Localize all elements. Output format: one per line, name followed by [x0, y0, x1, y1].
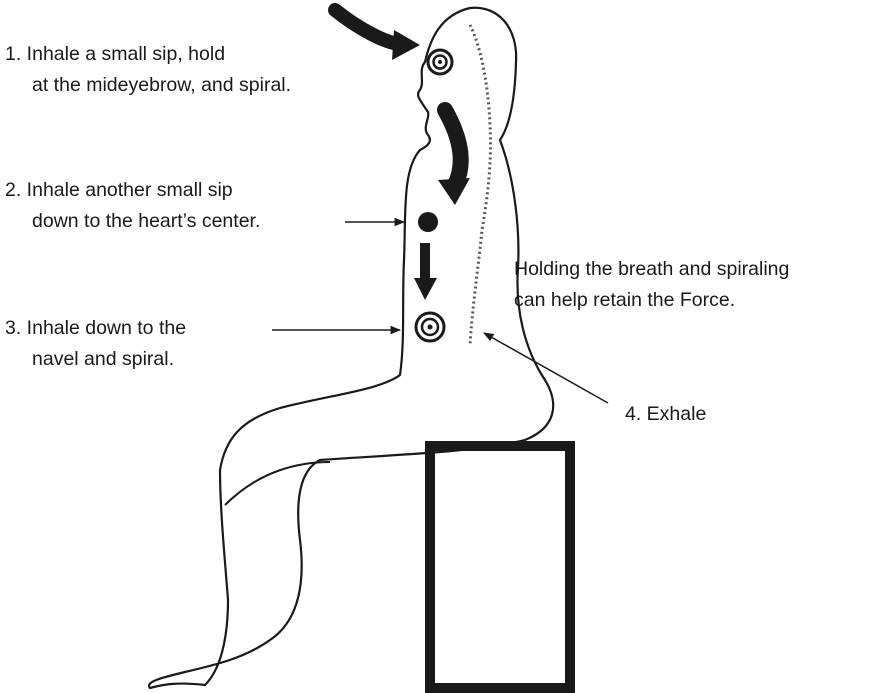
mideyebrow-spiral-icon [428, 50, 452, 74]
descending-arrow-lower [414, 243, 437, 300]
exhale-label: 4. Exhale [625, 403, 706, 425]
heart-center-dot [418, 212, 438, 232]
exhale-pointer-line [484, 333, 608, 403]
navel-spiral-icon [416, 313, 444, 341]
stool [430, 446, 570, 688]
seated-figure-outline [149, 8, 553, 688]
step-3-line-1: 3. Inhale down to the [5, 317, 186, 339]
step-1-line-1: 1. Inhale a small sip, hold [5, 43, 225, 65]
spine-texture [470, 25, 491, 345]
descending-arrow-upper [438, 110, 470, 205]
note-line-1: Holding the breath and spiraling [514, 258, 789, 280]
step-1-line-2: at the mideyebrow, and spiral. [32, 74, 291, 96]
note-line-2: can help retain the Force. [514, 289, 735, 311]
step-2-line-2: down to the heart’s center. [32, 210, 260, 232]
step-2-line-1: 2. Inhale another small sip [5, 179, 233, 201]
inhale-arrow [335, 10, 420, 60]
thigh-underside-line [225, 462, 330, 505]
step-3-line-2: navel and spiral. [32, 348, 174, 370]
